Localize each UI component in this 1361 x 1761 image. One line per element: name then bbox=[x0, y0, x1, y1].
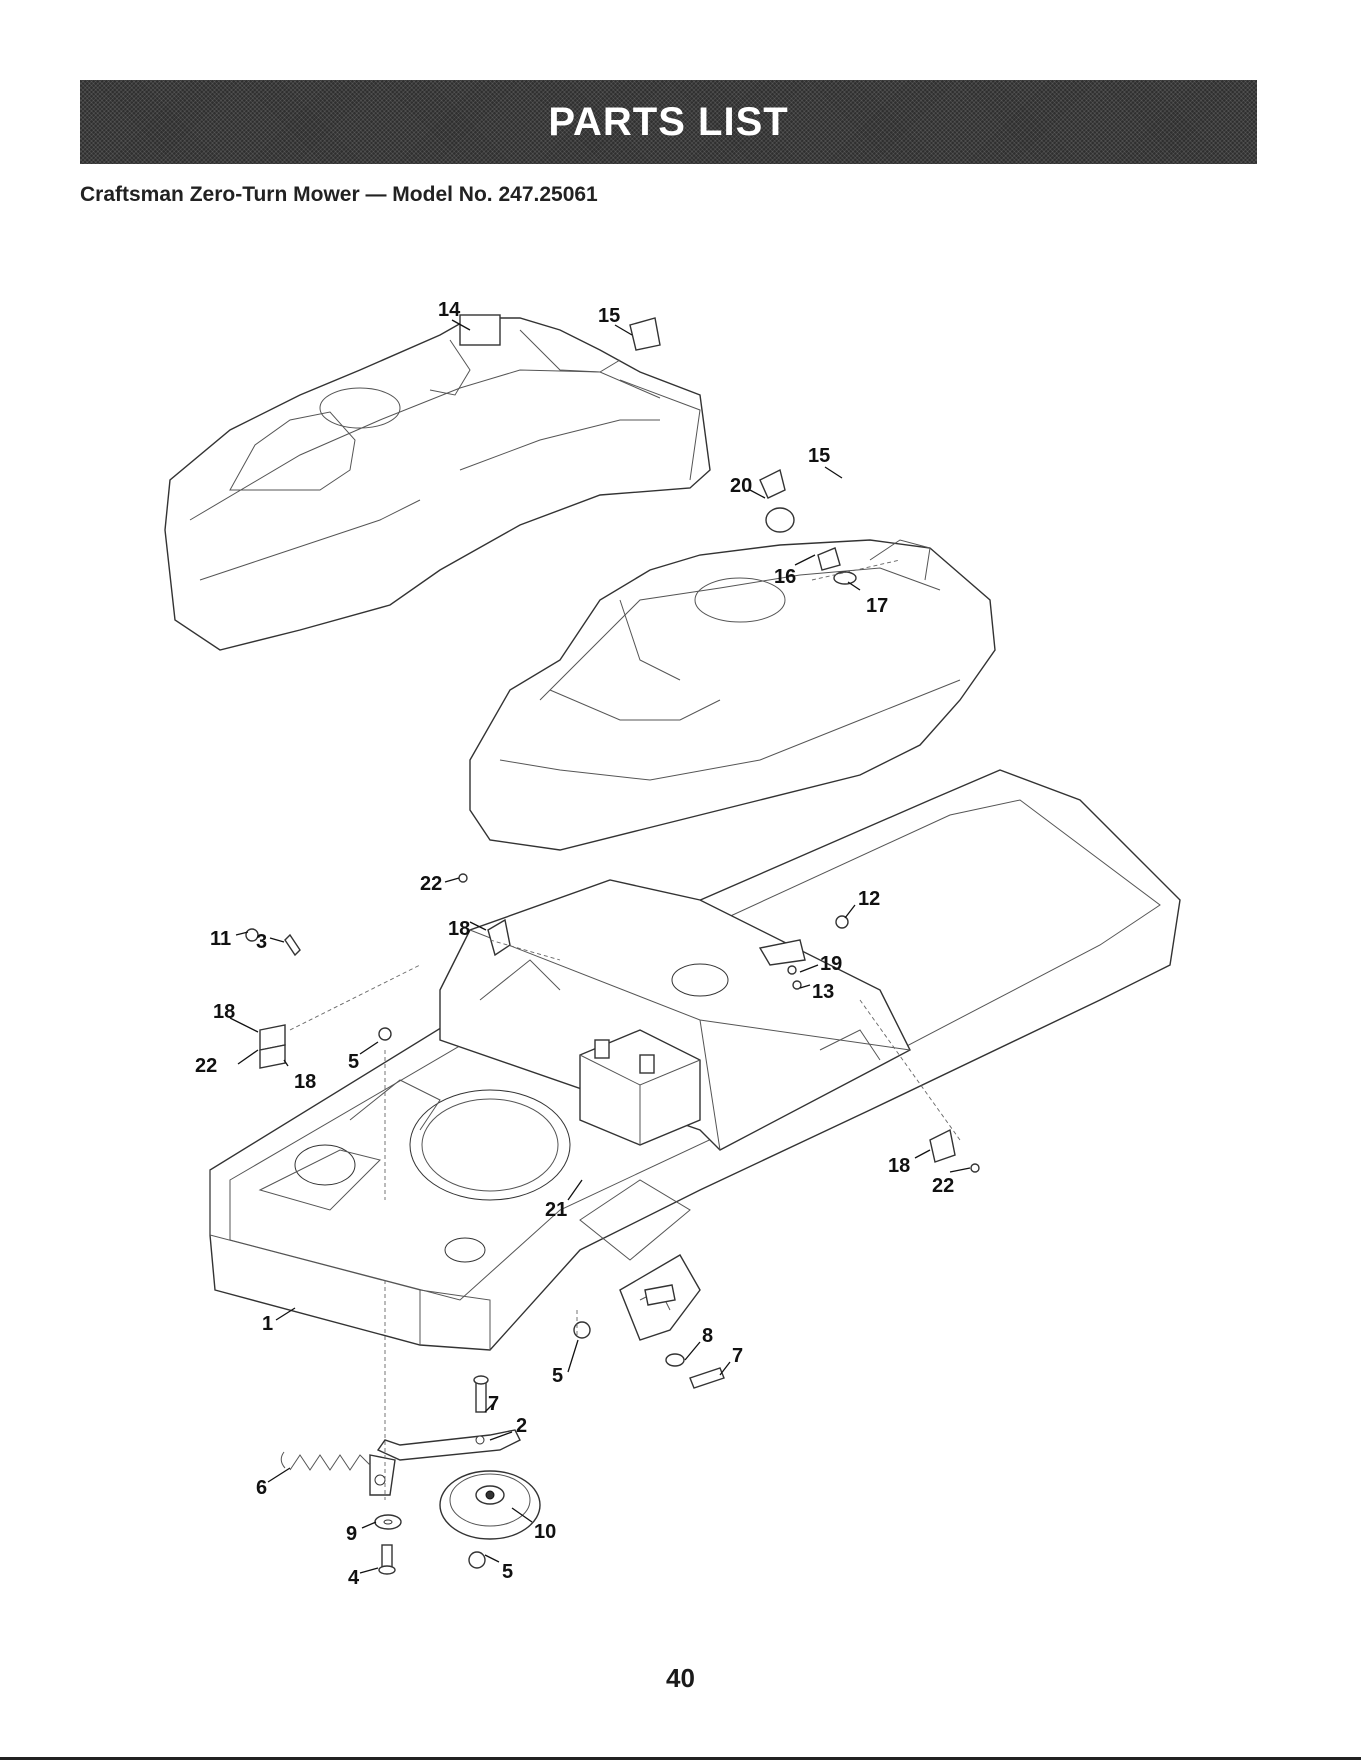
callout-label: 5 bbox=[552, 1365, 563, 1387]
callout-label: 15 bbox=[808, 445, 830, 467]
callout-label: 5 bbox=[348, 1051, 359, 1073]
control-pod-body bbox=[470, 540, 995, 850]
callout-label: 3 bbox=[256, 931, 267, 953]
callout-label: 5 bbox=[502, 1561, 513, 1583]
callout-label: 13 bbox=[812, 981, 834, 1003]
callout-label: 1 bbox=[262, 1313, 273, 1335]
callout-label: 18 bbox=[448, 918, 470, 940]
callout-label: 8 bbox=[702, 1325, 713, 1347]
callout-label: 7 bbox=[732, 1345, 743, 1367]
washer-and-bolt bbox=[375, 1515, 401, 1574]
callout-label: 18 bbox=[294, 1071, 316, 1093]
callout-label: 18 bbox=[213, 1001, 235, 1023]
callout-label: 15 bbox=[598, 305, 620, 327]
page-number: 40 bbox=[0, 1663, 1361, 1694]
callout-label: 22 bbox=[195, 1055, 217, 1077]
callout-label: 11 bbox=[210, 928, 231, 950]
idler-pulley bbox=[440, 1471, 540, 1539]
callout-label: 10 bbox=[534, 1521, 556, 1543]
callout-label: 7 bbox=[488, 1393, 499, 1415]
callout-label: 9 bbox=[346, 1523, 357, 1545]
callout-label: 21 bbox=[545, 1199, 567, 1221]
callout-label: 16 bbox=[774, 566, 796, 588]
callout-label: 6 bbox=[256, 1477, 267, 1499]
pins bbox=[474, 1354, 724, 1412]
callout-label: 22 bbox=[932, 1175, 954, 1197]
callout-label: 19 bbox=[820, 953, 842, 975]
callout-label: 18 bbox=[888, 1155, 910, 1177]
callout-label: 17 bbox=[866, 595, 888, 617]
callout-label: 22 bbox=[420, 873, 442, 895]
callout-label: 20 bbox=[730, 475, 752, 497]
tension-spring bbox=[281, 1452, 370, 1470]
callout-label: 12 bbox=[858, 888, 880, 910]
callout-label: 2 bbox=[516, 1415, 527, 1437]
callout-label: 4 bbox=[348, 1567, 360, 1589]
callout-label: 14 bbox=[438, 299, 461, 321]
bottom-rule bbox=[0, 1757, 1361, 1760]
